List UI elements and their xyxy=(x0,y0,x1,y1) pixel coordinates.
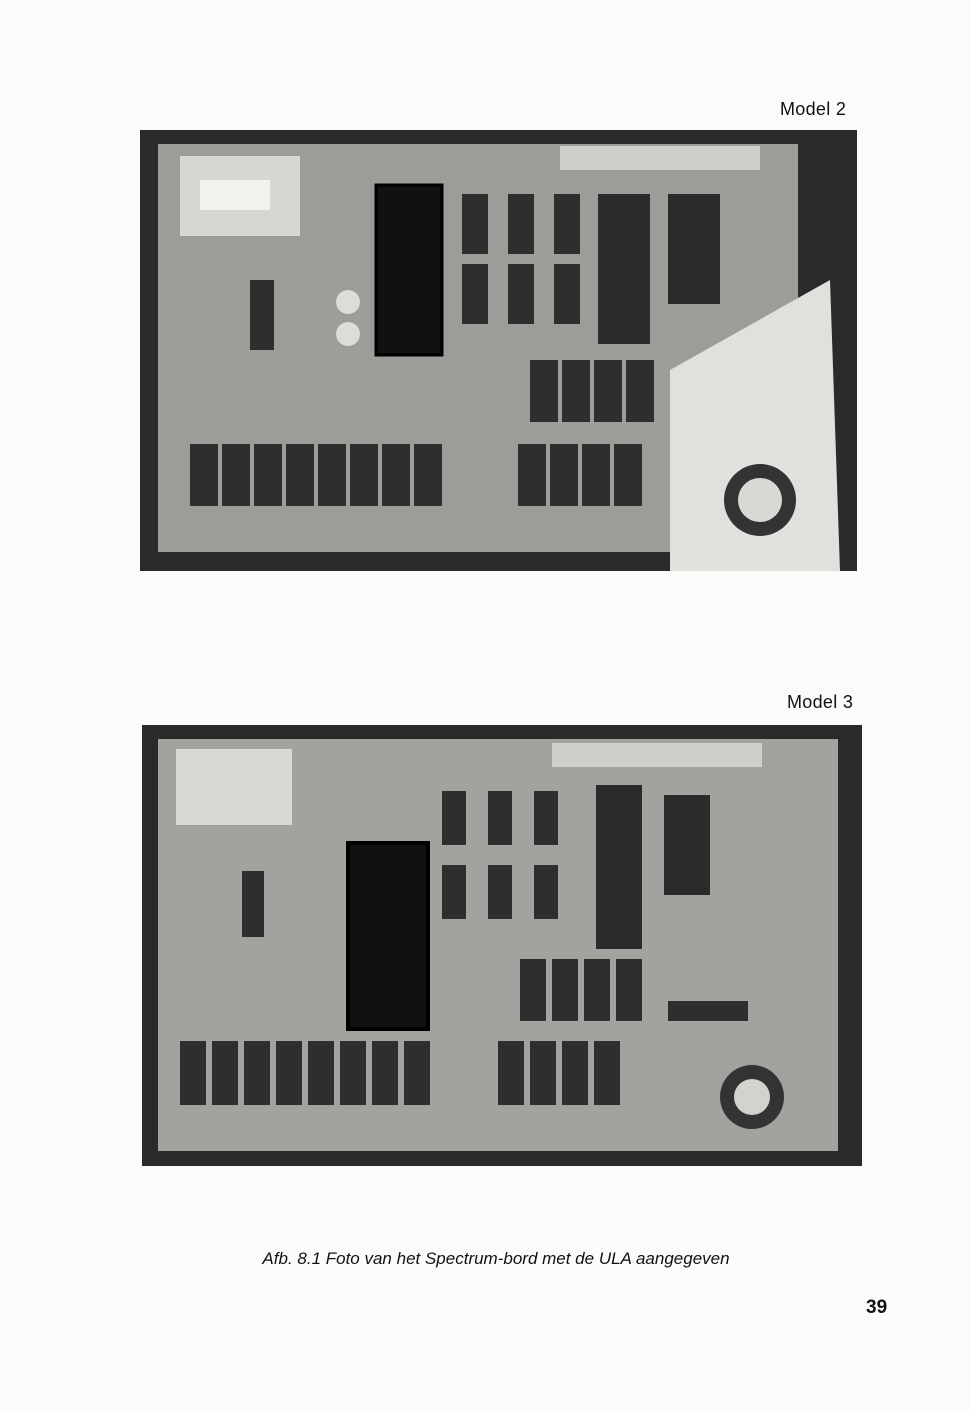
spectrum-board-photo-model-2 xyxy=(140,130,857,571)
figure-label-model-2: Model 2 xyxy=(780,99,847,119)
figure-caption: Afb. 8.1 Foto van het Spectrum-bord met … xyxy=(262,1249,730,1268)
figure-label-model-3: Model 3 xyxy=(787,692,854,712)
spectrum-board-photo-model-3 xyxy=(142,725,862,1166)
page-number: 39 xyxy=(866,1297,888,1318)
